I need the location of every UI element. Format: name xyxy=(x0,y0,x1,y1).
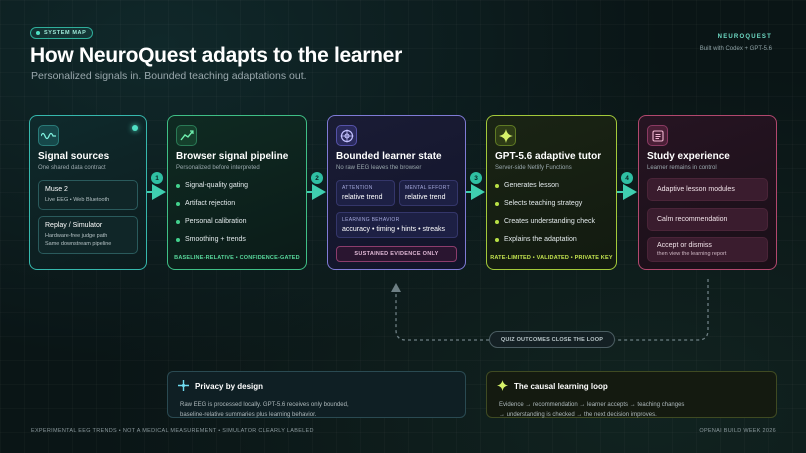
brand-label: NEUROQUEST xyxy=(717,34,772,40)
list-item: Artifact rejection xyxy=(176,200,298,207)
card-footer-tag: BASELINE-RELATIVE • CONFIDENCE-GATED xyxy=(174,255,300,261)
card-title: Bounded learner state xyxy=(336,151,442,162)
document-icon xyxy=(647,125,668,146)
list-item: Selects teaching strategy xyxy=(495,200,608,207)
bullet-dot xyxy=(176,201,180,206)
experience-item-lesson-modules: Adaptive lesson modules xyxy=(647,178,768,201)
bullet-dot xyxy=(495,183,499,188)
target-icon xyxy=(336,125,357,146)
feedback-loop-arrowhead xyxy=(391,283,401,292)
step-badge-4: 4 xyxy=(621,172,633,184)
mental-effort-box: MENTAL EFFORT relative trend xyxy=(399,180,458,206)
card-learner-state: Bounded learner state No raw EEG leaves … xyxy=(327,115,466,270)
bullet-dot xyxy=(495,219,499,224)
causal-loop-panel: The causal learning loop Evidence → reco… xyxy=(486,371,777,418)
panel-body: Evidence → recommendation → learner acce… xyxy=(499,402,685,418)
sustained-evidence-badge: SUSTAINED EVIDENCE ONLY xyxy=(336,246,457,262)
page-subtitle: Personalized signals in. Bounded teachin… xyxy=(31,70,307,82)
mental-effort-label: MENTAL EFFORT xyxy=(405,185,450,191)
learning-behavior-label: LEARNING BEHAVIOR xyxy=(342,217,400,223)
card-adaptive-tutor: GPT-5.6 adaptive tutor Server-side Netli… xyxy=(486,115,617,270)
system-map-badge: SYSTEM MAP xyxy=(30,27,94,39)
source-muse: Muse 2 Live EEG • Web Bluetooth xyxy=(38,180,138,210)
learning-behavior-value: accuracy • timing • hints • streaks xyxy=(342,226,446,233)
card-study-experience: Study experience Learner remains in cont… xyxy=(638,115,777,270)
card-browser-pipeline: Browser signal pipeline Personalized bef… xyxy=(167,115,307,270)
learning-behavior-box: LEARNING BEHAVIOR accuracy • timing • hi… xyxy=(336,212,458,238)
source-replay-simulator: Replay / Simulator Hardware-free judge p… xyxy=(38,216,138,254)
card-footer-tag: RATE-LIMITED • VALIDATED • PRIVATE KEY xyxy=(490,255,613,261)
quiz-outcomes-loop-label: QUIZ OUTCOMES CLOSE THE LOOP xyxy=(489,331,615,348)
list-item: Smoothing + trends xyxy=(176,236,298,243)
source-title: Replay / Simulator xyxy=(45,222,103,229)
bullet-dot xyxy=(176,237,180,242)
feedback-loop-line xyxy=(395,279,709,341)
attention-label: ATTENTION xyxy=(342,185,373,191)
attention-value: relative trend xyxy=(342,194,383,201)
source-detail-2: Same downstream pipeline xyxy=(45,241,112,247)
card-subtitle: Personalized before interpreted xyxy=(176,165,260,171)
step-badge-3: 3 xyxy=(470,172,482,184)
list-item: Signal-quality gating xyxy=(176,182,298,189)
badge-dot xyxy=(36,31,40,35)
event-footer: OPENAI BUILD WEEK 2026 xyxy=(699,428,776,434)
card-subtitle: Learner remains in control xyxy=(647,165,717,171)
list-item: Personal calibration xyxy=(176,218,298,225)
crosshair-icon xyxy=(178,380,189,393)
card-title: Study experience xyxy=(647,151,730,162)
panel-title: The causal learning loop xyxy=(514,382,608,391)
source-detail: Hardware-free judge path xyxy=(45,233,108,239)
bullet-dot xyxy=(176,219,180,224)
disclaimer-footer: EXPERIMENTAL EEG TRENDS • NOT A MEDICAL … xyxy=(31,428,314,434)
bullet-dot xyxy=(495,237,499,242)
page-title: How NeuroQuest adapts to the learner xyxy=(30,44,402,67)
panel-title: Privacy by design xyxy=(195,382,264,391)
card-subtitle: No raw EEG leaves the browser xyxy=(336,165,422,171)
list-item: Explains the adaptation xyxy=(495,236,608,243)
badge-label: SYSTEM MAP xyxy=(44,30,87,36)
mental-effort-value: relative trend xyxy=(405,194,446,201)
card-title: Browser signal pipeline xyxy=(176,151,289,162)
step-badge-1: 1 xyxy=(151,172,163,184)
list-item: Creates understanding check xyxy=(495,218,608,225)
card-subtitle: One shared data contract xyxy=(38,165,106,171)
card-signal-sources: Signal sources One shared data contract … xyxy=(29,115,147,270)
card-title: Signal sources xyxy=(38,151,110,162)
trend-chart-icon xyxy=(176,125,197,146)
built-with-label: Built with Codex + GPT-5.6 xyxy=(699,46,772,52)
bullet-dot xyxy=(176,183,180,188)
source-title: Muse 2 xyxy=(45,186,68,193)
card-title: GPT-5.6 adaptive tutor xyxy=(495,151,602,162)
privacy-panel: Privacy by design Raw EEG is processed l… xyxy=(167,371,466,418)
step-badge-2: 2 xyxy=(311,172,323,184)
waveform-icon xyxy=(38,125,59,146)
sparkle-icon xyxy=(495,125,516,146)
panel-body: Raw EEG is processed locally. GPT-5.6 re… xyxy=(180,402,349,418)
list-item: Generates lesson xyxy=(495,182,608,189)
bullet-dot xyxy=(495,201,499,206)
experience-item-accept-dismiss: Accept or dismiss then view the learning… xyxy=(647,237,768,262)
card-subtitle: Server-side Netlify Functions xyxy=(495,165,572,171)
source-detail: Live EEG • Web Bluetooth xyxy=(45,197,110,203)
live-status-dot xyxy=(132,125,138,131)
experience-item-calm-recommendation: Calm recommendation xyxy=(647,208,768,231)
attention-box: ATTENTION relative trend xyxy=(336,180,395,206)
sparkle-icon xyxy=(497,380,508,393)
